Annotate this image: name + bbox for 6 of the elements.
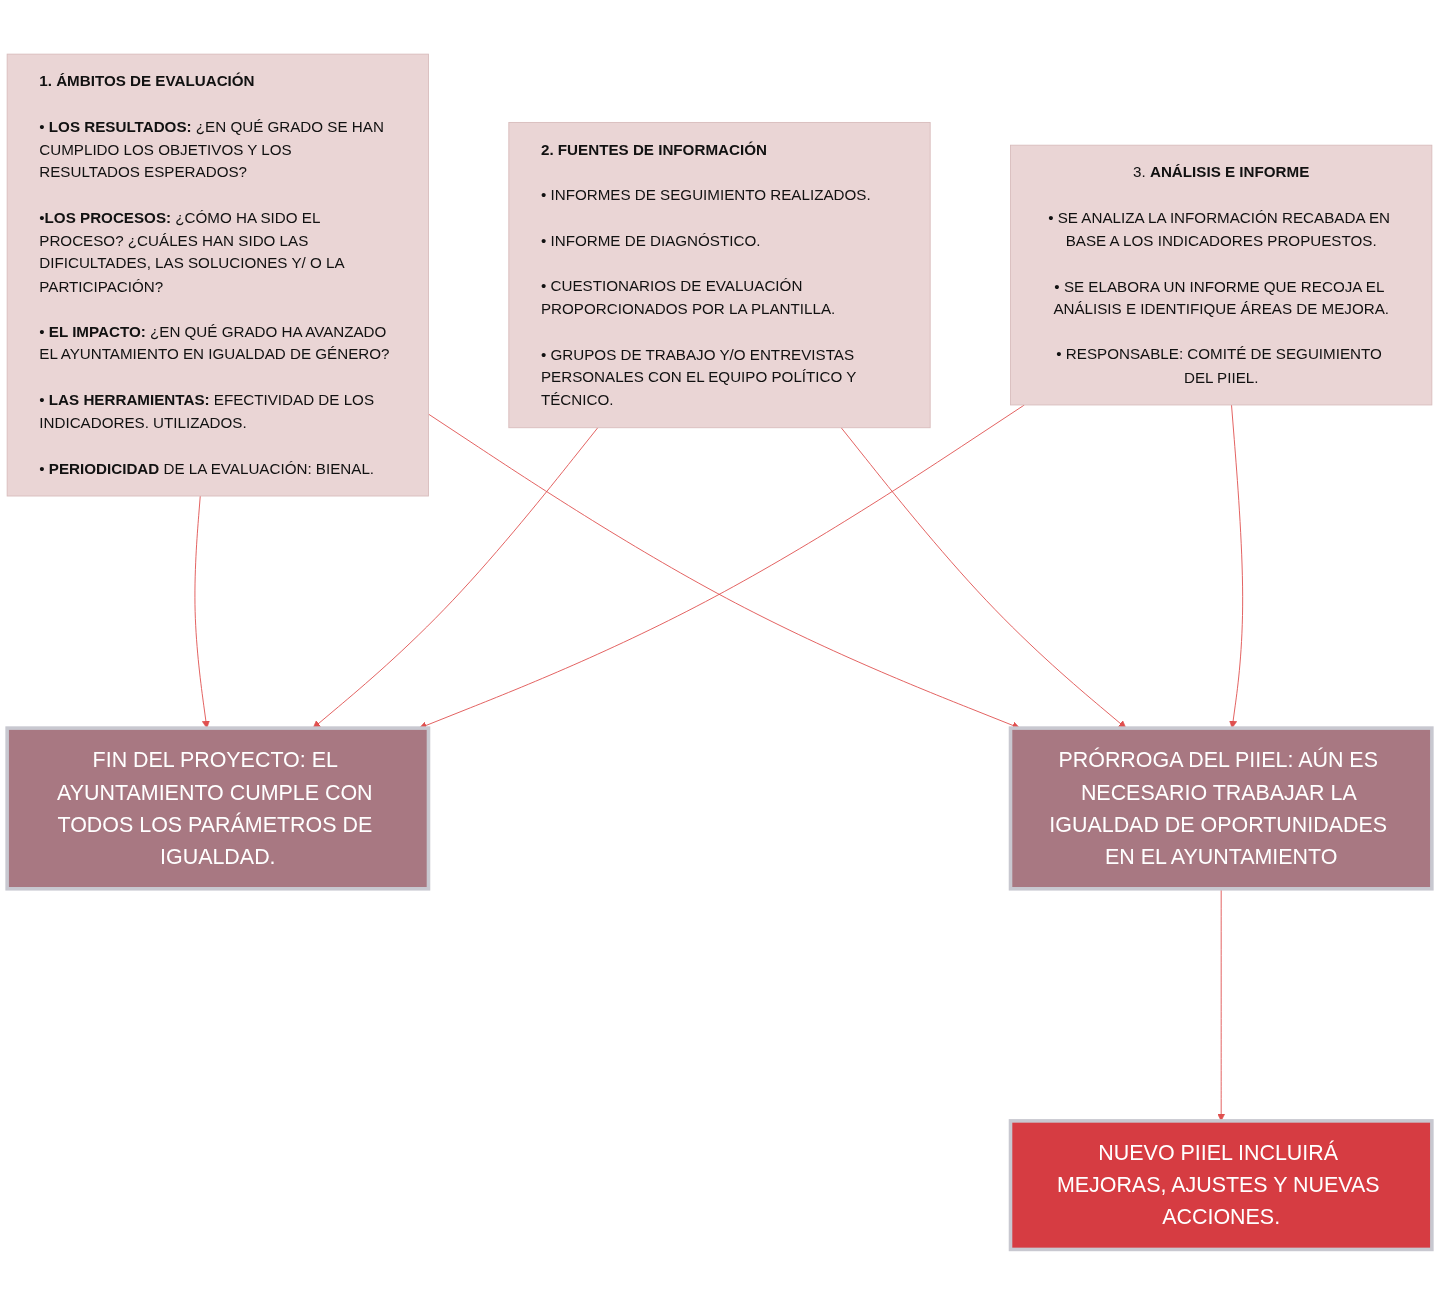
node-box: 3. ANÁLISIS E INFORME • SE ANALIZA LA INFORMACIÓN RECABADA EN BASE A LOS INDICADORES PROPUESTOS. • SE ELABORA UN INFORME QUE RECOJA EL ANÁLISIS E IDENTIFIQUE ÁREAS DE MEJORA. • RESPONSABLE: COMITÉ DE SEGUIMIENTO DEL PIIEL. (1010, 144, 1433, 406)
node-box: 2. FUENTES DE INFORMACIÓN • INFORMES DE SEGUIMIENTO REALIZADOS. • INFORME DE DIAGNÓSTICO. • CUESTIONARIOS DE EVALUACIÓN PROPORCIONADOS POR LA PLANTILLA. • GRUPOS DE TRABAJO Y/O ENTREVISTAS PERSONALES CON EL EQUIPO POLÍTICO Y TÉCNICO. (508, 122, 931, 429)
node-box: PRÓRROGA DEL PIIEL: AÚN ES NECESARIO TRABAJAR LA IGUALDAD DE OPORTUNIDADES EN EL AYUNTAMIENTO (1008, 726, 1434, 891)
node-box: NUEVO PIIEL INCLUIRÁ MEJORAS, AJUSTES Y NUEVAS ACCIONES. (1008, 1119, 1434, 1252)
node-box: 1. ÁMBITOS DE EVALUACIÓN • LOS RESULTADOS: ¿EN QUÉ GRADO SE HAN CUMPLIDO LOS OBJETIVOS Y LOS RESULTADOS ESPERADOS? •LOS PROCESOS: ¿CÓMO HA SIDO EL PROCESO? ¿CUÁLES HAN SIDO LAS DIFICULTADES, LAS SOLUCIONES Y/ O LA PARTICIPACIÓN? • EL IMPACTO: ¿EN QUÉ GRADO HA AVANZADO EL AYUNTAMIENTO EN IGUALDAD DE GÉNERO? • LAS HERRAMIENTAS: EFECTIVIDAD DE LOS INDICADORES. UTILIZADOS. • PERIODICIDAD DE LA EVALUACIÓN: BIENAL. (6, 53, 429, 497)
node-box: FIN DEL PROYECTO: EL AYUNTAMIENTO CUMPLE CON TODOS LOS PARÁMETROS DE IGUALDAD. (5, 726, 431, 891)
